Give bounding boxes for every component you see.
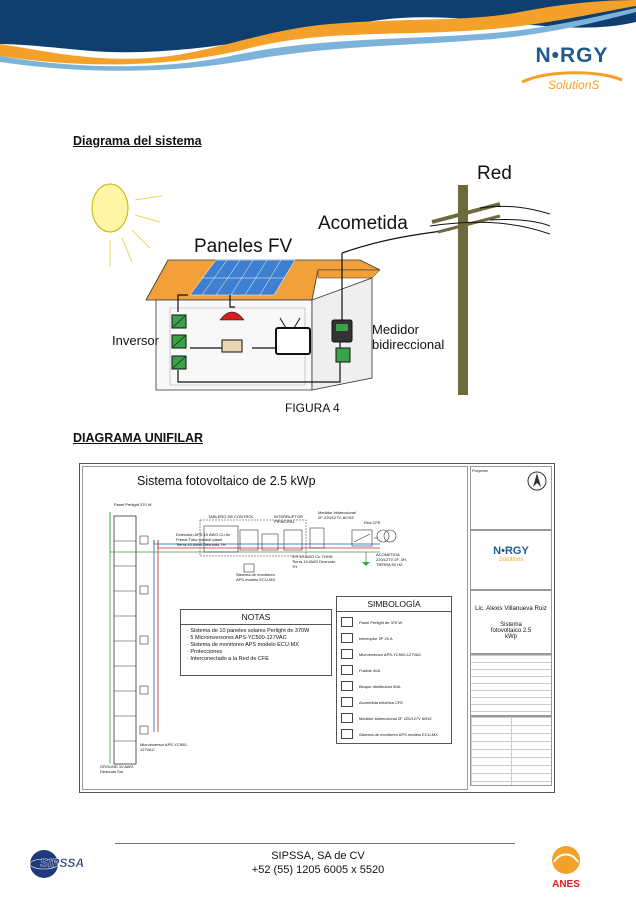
label-bidireccional: bidireccional xyxy=(372,337,445,352)
drawing-monitoreo-label: Sistema de monitoreo APS modelo ECU-MX xyxy=(236,572,276,582)
footer-logo-anes: ANES xyxy=(538,840,594,890)
symbol-label: Acometida eléctrica CFE xyxy=(359,699,404,705)
drawing-title: Sistema fotovoltaico de 2.5 kWp xyxy=(137,474,316,488)
symbol-label: Fusible 40A xyxy=(359,667,381,673)
nota-item: · Protecciones xyxy=(187,649,223,655)
title-block-proyecto: Sistema fotovoltaico 2.5 kWp xyxy=(490,622,532,640)
anes-logo-text: ANES xyxy=(552,879,580,890)
notas-list: · Sistema de 10 paneles solares Perlight… xyxy=(181,625,331,666)
brand-logo: N•RGY SolutionS xyxy=(518,44,626,96)
symbol-icon xyxy=(341,681,353,691)
nota-item: · Interconectado a la Red de CFE xyxy=(187,656,269,662)
simbologia-box: SIMBOLOGÍA Panel Perlight de 370 W Interr… xyxy=(336,596,452,744)
system-diagram xyxy=(91,183,550,395)
unifilar-schematic xyxy=(109,512,397,765)
label-acometida: Acometida xyxy=(318,213,408,234)
drawing-medidor-label: Medidor bidireccional 2F-220/127V, 60 HZ xyxy=(318,510,356,520)
footer-phone: +52 (55) 1205 6005 x 5520 xyxy=(251,864,385,876)
lamp-icon xyxy=(219,311,245,321)
title-block-table-2 xyxy=(470,716,552,786)
symbol-icon xyxy=(341,713,353,723)
sipssa-logo-icon xyxy=(29,850,59,878)
header-wave-banner xyxy=(0,0,636,71)
title-block-brand-sub: Solutions xyxy=(498,557,524,563)
panel-string xyxy=(113,515,137,765)
notas-title: NOTAS xyxy=(181,610,331,625)
title-block-responsable: Lic. Alexis Villanueva Ruiz xyxy=(475,605,547,612)
title-block: Proyecto N•RGY Solutions Lic. Alexis Vil… xyxy=(470,466,552,788)
label-inversor: Inversor xyxy=(112,333,159,348)
anes-sun-icon xyxy=(552,846,580,874)
footer-company: SIPSSA, SA de CV xyxy=(271,850,365,862)
nota-item: · Sistema de 10 paneles solares Perlight… xyxy=(187,628,310,634)
drawing-extension-label: Extensión APS 10 AWG Cu tin Freeal Tubo … xyxy=(176,532,230,547)
symbol-icon xyxy=(341,617,353,627)
simbologia-item: Medidor bidireccional 2F 220/127V 60HZ xyxy=(341,710,447,726)
symbol-label: Microinversor APS-YC500-127VAC xyxy=(359,651,422,657)
microinverters xyxy=(139,535,149,735)
simbologia-title: SIMBOLOGÍA xyxy=(337,597,451,612)
nota-item: · 5 Microinversores APS-YC500-127VAC xyxy=(187,635,287,641)
simbologia-item: Sistema de monitoreo APS modelo ECU-MX xyxy=(341,726,447,742)
brand-subtitle: SolutionS xyxy=(548,78,600,92)
unifilar-drawing: Sistema fotovoltaico de 2.5 kWp xyxy=(79,463,555,793)
simbologia-list: Panel Perlight de 370 W Interruptor 2P 20… xyxy=(337,612,451,744)
meter-icon xyxy=(331,319,353,363)
title-block-brand: N•RGY xyxy=(493,545,529,557)
compass-icon xyxy=(527,471,547,491)
drawing-panel-label: Panel Perlight 370 W xyxy=(114,502,152,507)
label-red: Red xyxy=(477,163,512,184)
section-title-diagrama: Diagrama del sistema xyxy=(73,134,202,148)
symbol-icon xyxy=(341,633,353,643)
symbol-icon xyxy=(341,665,353,675)
drawing-red-cfe-label: Red CFE xyxy=(364,520,381,525)
symbol-icon xyxy=(341,697,353,707)
brand-name: N•RGY xyxy=(535,44,609,67)
sun-icon xyxy=(91,183,163,266)
symbol-label: Sistema de monitoreo APS modelo ECU-MX xyxy=(359,731,438,737)
drawing-acometida-label: ACOMETIDA 220/127V 2F, 3H, TIERRA 60 HZ xyxy=(376,552,407,567)
solar-panels-icon xyxy=(189,259,296,296)
symbol-icon xyxy=(341,649,353,659)
drawing-microinversor-label: Microinversor APS-YC500-127VAC xyxy=(140,742,188,752)
simbologia-item: Panel Perlight de 370 W xyxy=(341,614,447,630)
monitor-box xyxy=(221,339,243,353)
symbol-label: Medidor bidireccional 2F 220/127V 60HZ xyxy=(359,715,432,721)
simbologia-item: Microinversor APS-YC500-127VAC xyxy=(341,646,447,662)
drawing-tablero-label: TABLERO DE CONTROL xyxy=(208,514,254,519)
drawing-cable-label: 3 H 10 AWG Cu THHN Tierra 10 AWG Desnudo… xyxy=(292,554,336,569)
simbologia-item: Interruptor 2P 20 A xyxy=(341,630,447,646)
symbol-label: Interruptor 2P 20 A xyxy=(359,635,393,641)
notas-box: NOTAS · Sistema de 10 paneles solares Pe… xyxy=(180,609,332,676)
utility-pole-icon xyxy=(429,185,550,395)
symbol-icon xyxy=(341,729,353,739)
drawing-ground-label: GROUND 10 AWG Desnudo Sol xyxy=(100,764,134,774)
title-block-table xyxy=(470,654,552,716)
title-block-cliente: Proyecto xyxy=(472,468,488,473)
sipssa-logo-text: SIPSSA xyxy=(40,856,85,870)
nota-item: · Sistema de monitoreo APS modelo ECU-MX xyxy=(187,642,299,648)
brand-swoosh-icon xyxy=(521,71,623,84)
footer-logo-sipssa: SIPSSA xyxy=(24,842,100,882)
simbologia-item: Fusible 40A xyxy=(341,662,447,678)
tv-icon xyxy=(275,317,311,355)
simbologia-item: Acometida eléctrica CFE xyxy=(341,694,447,710)
inverter-icon xyxy=(171,314,187,370)
label-medidor: Medidor xyxy=(372,322,419,337)
symbol-label: Bloque distribuidor 80A xyxy=(359,683,401,689)
label-paneles-fv: Paneles FV xyxy=(194,236,293,257)
symbol-label: Panel Perlight de 370 W xyxy=(359,619,403,625)
section-title-unifilar: DIAGRAMA UNIFILAR xyxy=(73,431,204,445)
figure-caption: FIGURA 4 xyxy=(285,401,340,415)
simbologia-item: Bloque distribuidor 80A xyxy=(341,678,447,694)
footer-divider xyxy=(115,843,515,844)
drawing-interruptor-label: INTERRUPTOR PRINCIPAL xyxy=(274,514,303,524)
